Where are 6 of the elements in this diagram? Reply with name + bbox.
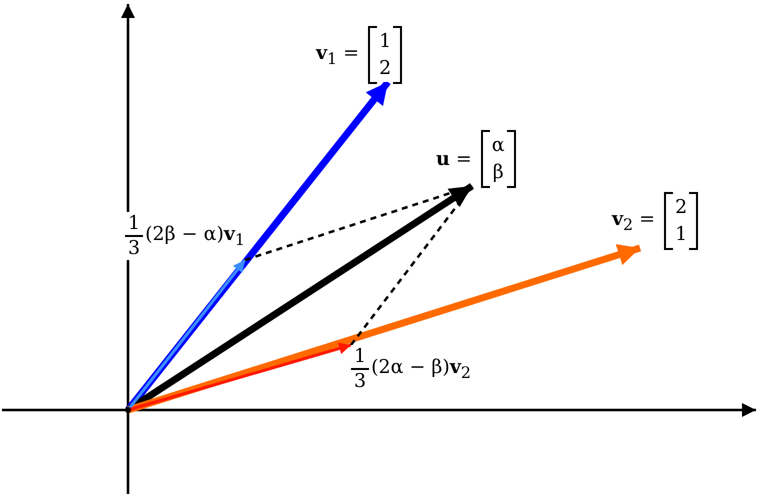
dashed-line	[350, 185, 473, 346]
fraction-numerator: 1	[351, 345, 370, 370]
origin-point	[125, 407, 131, 413]
vector-arrow	[126, 244, 642, 414]
fraction-numerator: 1	[125, 212, 144, 237]
vector-arrow	[128, 342, 352, 412]
